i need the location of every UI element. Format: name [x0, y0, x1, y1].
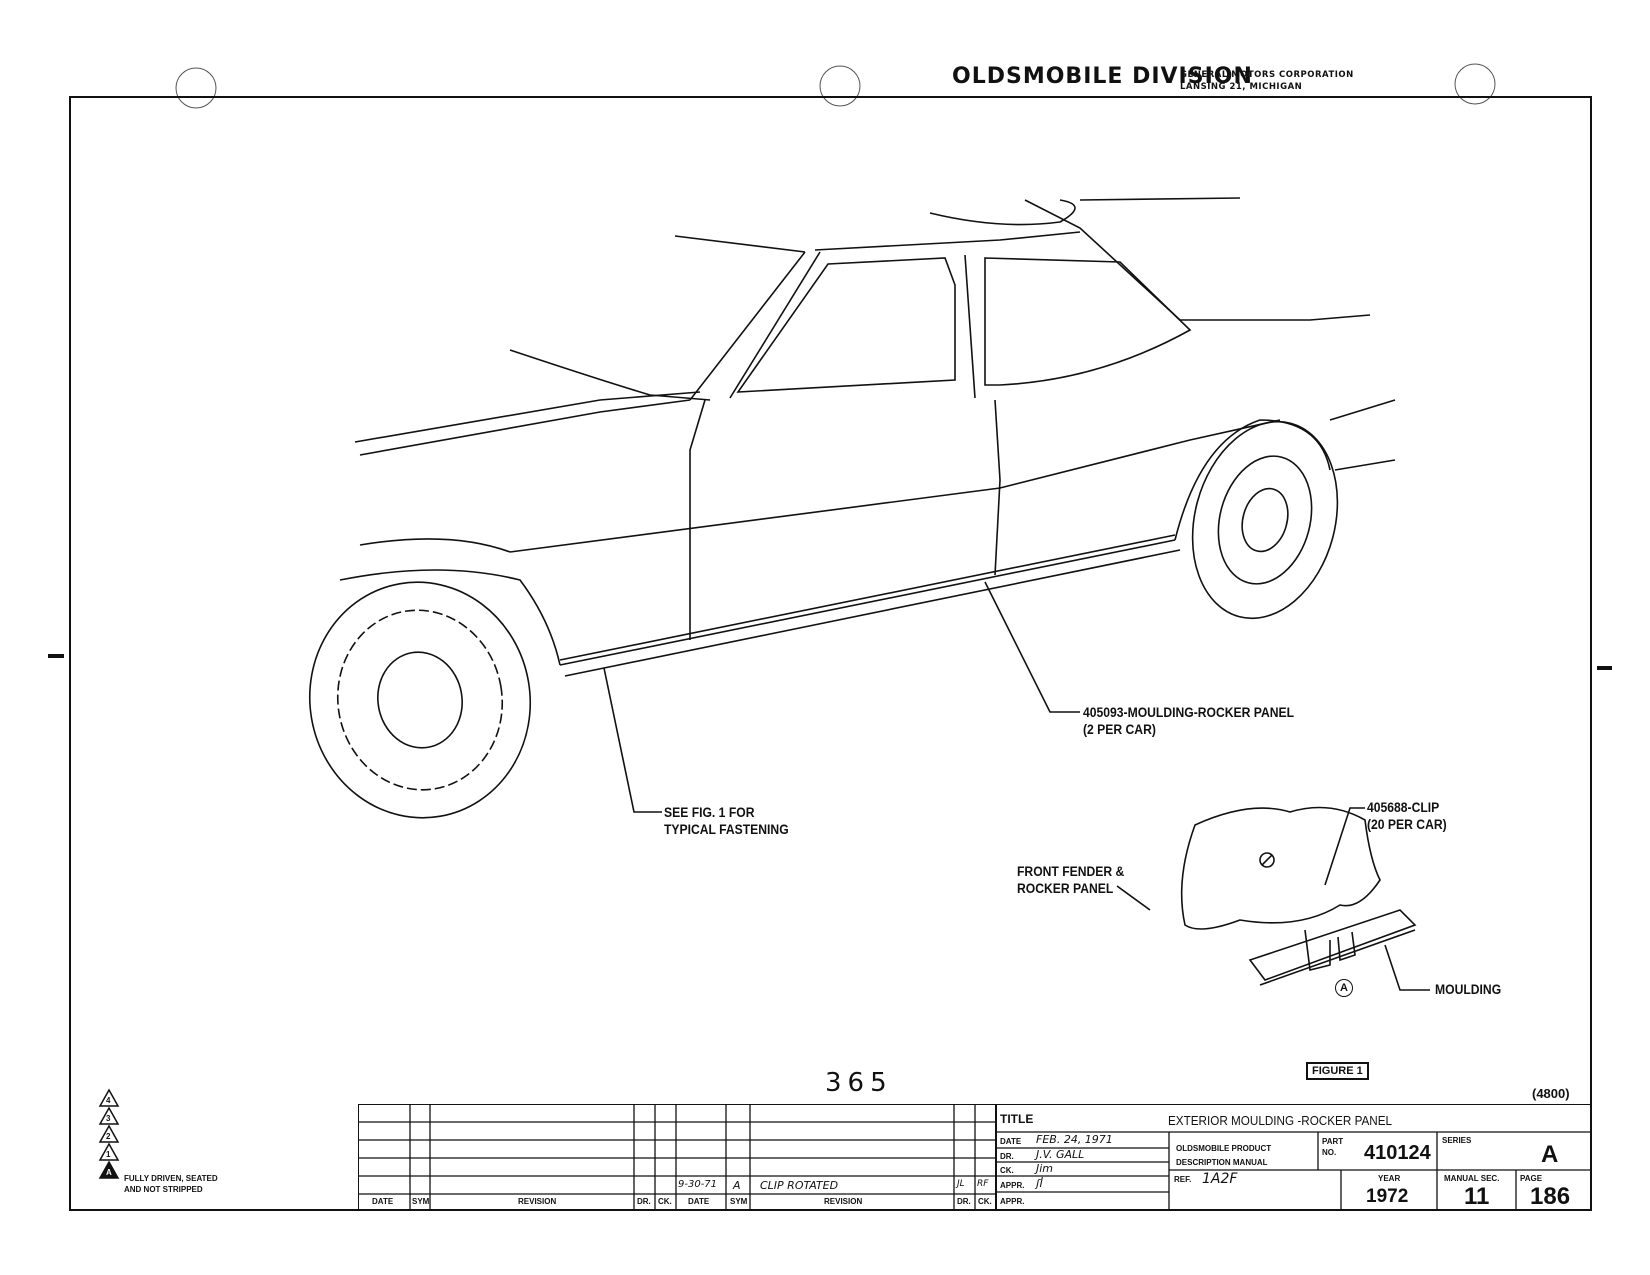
detail-marker-letter: A — [1340, 982, 1348, 994]
dr-label: DR. — [1000, 1152, 1014, 1161]
legend-symbol-3: 3 — [106, 1114, 111, 1123]
title-grid — [996, 1104, 1591, 1210]
corporation-location: LANSING 21, MICHIGAN — [1180, 82, 1303, 92]
rev-header-dr: DR. — [637, 1197, 651, 1206]
rev-entry-dr: JL — [957, 1179, 965, 1189]
legend-symbol-1: 1 — [106, 1150, 111, 1159]
legend-symbol-a: A — [106, 1168, 112, 1177]
moulding-label: MOULDING — [1435, 982, 1502, 997]
manual-sec-label: MANUAL SEC. — [1444, 1174, 1500, 1183]
date-value: FEB. 24, 1971 — [1036, 1133, 1113, 1146]
year-label: YEAR — [1378, 1174, 1401, 1183]
fender-callout-1: FRONT FENDER & — [1017, 864, 1125, 879]
detail-marker: A — [1335, 979, 1353, 997]
legend-triangles — [98, 1088, 120, 1179]
fender-callout-2: ROCKER PANEL — [1017, 881, 1114, 896]
date-label: DATE — [1000, 1137, 1022, 1146]
division-name: OLDSMOBILE DIVISION — [952, 64, 1253, 89]
title-block: TITLE EXTERIOR MOULDING -ROCKER PANEL DA… — [996, 1104, 1591, 1210]
manual-sec-value: 11 — [1464, 1183, 1490, 1210]
sheet-number: 365 — [825, 1068, 893, 1098]
rev-header-date: DATE — [372, 1197, 394, 1206]
binder-hole-right — [1454, 63, 1496, 105]
page-number: 186 — [1530, 1183, 1571, 1210]
clip-part-callout: 405688-CLIP — [1367, 800, 1440, 815]
appr-label: APPR. — [1000, 1181, 1025, 1190]
legend-note-1: FULLY DRIVEN, SEATED — [124, 1174, 218, 1183]
series-value: A — [1541, 1141, 1559, 1168]
ref-value: 1A2F — [1202, 1171, 1238, 1187]
ck-label: CK. — [1000, 1166, 1014, 1175]
page-label: PAGE — [1520, 1174, 1543, 1183]
moulding-qty-callout: (2 PER CAR) — [1083, 722, 1156, 737]
appr2-label: APPR. — [1000, 1197, 1025, 1206]
series-label: SERIES — [1442, 1136, 1472, 1145]
revision-block: DATE SYM REVISION DR. CK. DATE SYM REVIS… — [358, 1104, 996, 1210]
manual-label-2: DESCRIPTION MANUAL — [1176, 1158, 1268, 1167]
figure-1-detail — [1180, 806, 1417, 986]
rev-entry-revision: CLIP ROTATED — [760, 1179, 839, 1192]
rev-header-sym: SYM — [412, 1197, 430, 1206]
dr-value: J.V. GALL — [1036, 1148, 1085, 1161]
drawing-title: EXTERIOR MOULDING -ROCKER PANEL — [1168, 1113, 1393, 1128]
moulding-part-callout: 405093-MOULDING-ROCKER PANEL — [1083, 705, 1295, 720]
rev-entry-sym: A — [733, 1179, 741, 1192]
revision-grid — [358, 1104, 996, 1210]
code-number: (4800) — [1532, 1086, 1570, 1101]
title-label: TITLE — [1000, 1112, 1034, 1126]
rev-entry-date: 9-30-71 — [678, 1179, 718, 1190]
part-label-2: NO. — [1322, 1148, 1337, 1157]
figure-label: FIGURE 1 — [1306, 1062, 1369, 1080]
appr-signature: ʃꟾ — [1036, 1177, 1043, 1190]
corporation-name: GENERAL MOTORS CORPORATION — [1180, 70, 1354, 80]
rev-header-dr-2: DR. — [957, 1197, 971, 1206]
rev-header-revision-2: REVISION — [824, 1197, 863, 1206]
rev-header-revision: REVISION — [518, 1197, 557, 1206]
manual-label-1: OLDSMOBILE PRODUCT — [1176, 1144, 1272, 1153]
callout-leaders — [603, 581, 1430, 991]
year-value: 1972 — [1366, 1186, 1409, 1207]
part-number: 410124 — [1364, 1142, 1431, 1164]
rev-header-ck: CK. — [658, 1197, 672, 1206]
rev-header-ck-2: CK. — [978, 1197, 992, 1206]
legend-symbol-2: 2 — [106, 1132, 111, 1141]
ck-value: Jim — [1036, 1162, 1054, 1175]
part-label-1: PART — [1322, 1137, 1344, 1146]
typical-fastening-callout: TYPICAL FASTENING — [664, 822, 789, 837]
clip-qty-callout: (20 PER CAR) — [1367, 817, 1447, 832]
rev-header-sym-2: SYM — [730, 1197, 748, 1206]
car-illustration — [308, 197, 1396, 819]
legend: 4 3 2 1 A — [98, 1088, 120, 1193]
rev-entry-ck: RF — [977, 1179, 989, 1189]
legend-symbol-4: 4 — [106, 1096, 111, 1105]
legend-note-2: AND NOT STRIPPED — [124, 1185, 203, 1194]
ref-label: REF. — [1174, 1175, 1192, 1184]
rev-header-date-2: DATE — [688, 1197, 710, 1206]
see-fig-callout: SEE FIG. 1 FOR — [664, 805, 755, 820]
